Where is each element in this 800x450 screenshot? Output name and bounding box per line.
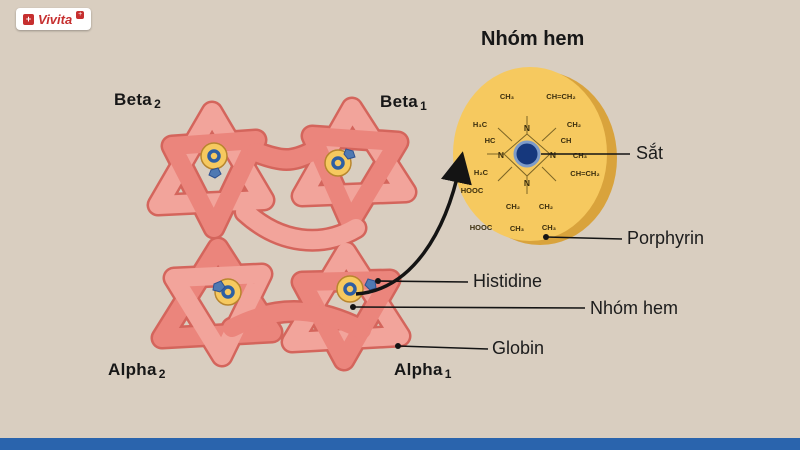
chem-label: CH₃ (573, 151, 588, 160)
heme-disc (324, 148, 356, 177)
bottom-accent-bar (0, 438, 800, 450)
histidine-marker (343, 148, 356, 160)
heme-disc (212, 278, 242, 306)
callout-line-heme (352, 306, 586, 309)
heme-disc-ring (331, 156, 345, 170)
chem-label: CH₂ (567, 120, 581, 129)
logo-cross-icon: + (23, 13, 34, 25)
chem-label: CH₃ (542, 223, 557, 232)
chem-label: HOOC (461, 186, 484, 195)
subunit-sub: 2 (158, 367, 166, 381)
subunit-sub: 1 (444, 367, 452, 381)
heme-disc-ring (207, 149, 221, 163)
iron-core (513, 140, 541, 168)
embedded-heme-groups (200, 142, 377, 306)
histidine-marker (364, 278, 377, 291)
heme-title: Nhóm hem (481, 28, 585, 50)
subunit-name: Beta (380, 92, 419, 111)
histidine-marker (212, 280, 226, 293)
chem-label: CH=CH₂ (546, 92, 575, 101)
heme-disc-ring (343, 282, 357, 296)
logo-text: Vivita (38, 11, 73, 27)
histidine-marker (208, 167, 222, 179)
label-porphyrin: Porphyrin (627, 228, 705, 248)
subunit-name: Alpha (108, 360, 157, 379)
label-iron: Sắt (636, 143, 664, 163)
chem-label: CH₃ (500, 92, 515, 101)
chem-label-n: N (524, 123, 530, 133)
chem-label: H₃C (473, 120, 488, 129)
vivita-logo[interactable]: + Vivita + (16, 8, 92, 30)
porphyrin-bonds (487, 116, 567, 194)
chem-label: CH₂ (506, 202, 520, 211)
chem-label: H₂C (474, 168, 489, 177)
callout-dot-porphyrin (543, 234, 549, 240)
subunit-name: Alpha (394, 360, 443, 379)
chem-label-n: N (524, 178, 530, 188)
chem-label: CH (561, 136, 572, 145)
callout-line-porphyrin (545, 236, 623, 240)
heme-disc-ring (221, 285, 235, 299)
chem-label: CH=CH₂ (570, 169, 599, 178)
globin-molecule (146, 96, 418, 372)
zoom-arrow (355, 151, 472, 296)
logo-plus-badge: + (76, 10, 85, 19)
chem-label-n: N (550, 150, 556, 160)
subunit-sub: 1 (420, 99, 428, 113)
label-heme-group: Nhóm hem (590, 298, 679, 318)
callout-dot-histidine (375, 278, 381, 284)
callout-dot-globin (395, 343, 401, 349)
subunit-sub: 2 (154, 97, 162, 111)
chem-label-n: N (498, 150, 504, 160)
heme-disc (200, 142, 228, 179)
callout-line-globin (397, 345, 489, 350)
label-histidine: Histidine (473, 271, 543, 291)
chem-label: CH₃ (510, 224, 525, 233)
chem-label: CH₂ (539, 202, 553, 211)
chem-label: HC (485, 136, 496, 145)
heme-enlarged: CH₃ CH=CH₂ H₃C HC CH₂ CH N N N N CH₃ CH=… (453, 67, 617, 245)
callout-dots (350, 234, 549, 349)
chem-label: HOOC (470, 223, 493, 232)
label-globin: Globin (492, 338, 545, 358)
subunit-name: Beta (114, 90, 153, 109)
callout-dot-heme (350, 304, 356, 310)
